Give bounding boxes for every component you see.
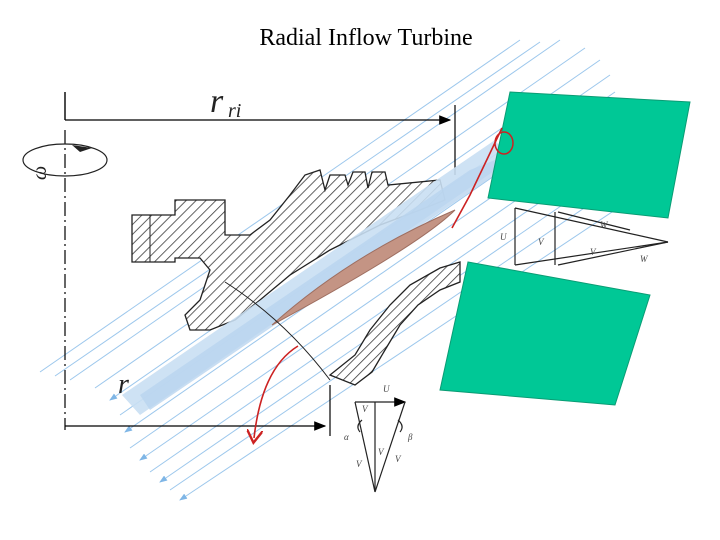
- rri-dimension: [65, 105, 456, 175]
- hub-section: [131, 169, 446, 331]
- stator-vane-lower: [439, 261, 651, 406]
- svg-text:α: α: [344, 432, 349, 442]
- inlet-flow-arrow: [451, 127, 503, 229]
- exit-velocity-triangle: [354, 397, 407, 493]
- svg-text:V: V: [538, 237, 545, 247]
- svg-text:β: β: [407, 432, 413, 442]
- rri-label-sub: ri: [228, 100, 241, 122]
- svg-text:W: W: [600, 220, 609, 230]
- exit-triangle-labels: U V α β V V V: [344, 384, 413, 469]
- rotor-blade-section: [271, 209, 456, 326]
- rri-label-main: r: [210, 83, 224, 120]
- inlet-velocity-triangle: [514, 207, 669, 266]
- shroud-section: [328, 261, 461, 386]
- omega-label: ω: [29, 166, 51, 180]
- svg-text:V: V: [378, 447, 385, 457]
- exit-flow-arrow: [254, 345, 299, 438]
- page-title: Radial Inflow Turbine: [259, 25, 473, 51]
- flow-arrows: [254, 127, 514, 438]
- stator-vane-upper: [487, 91, 691, 219]
- svg-text:V: V: [362, 404, 369, 414]
- svg-text:V: V: [395, 454, 402, 464]
- r-lower-label: r: [118, 369, 129, 400]
- svg-text:V: V: [356, 459, 363, 469]
- svg-text:W: W: [640, 254, 649, 264]
- rotation-indicator: [22, 143, 108, 177]
- svg-text:U: U: [500, 232, 507, 242]
- inlet-triangle-labels: U V W V W: [500, 220, 649, 264]
- svg-text:V: V: [590, 247, 597, 257]
- svg-text:U: U: [383, 384, 390, 394]
- lower-dimension: [65, 385, 331, 436]
